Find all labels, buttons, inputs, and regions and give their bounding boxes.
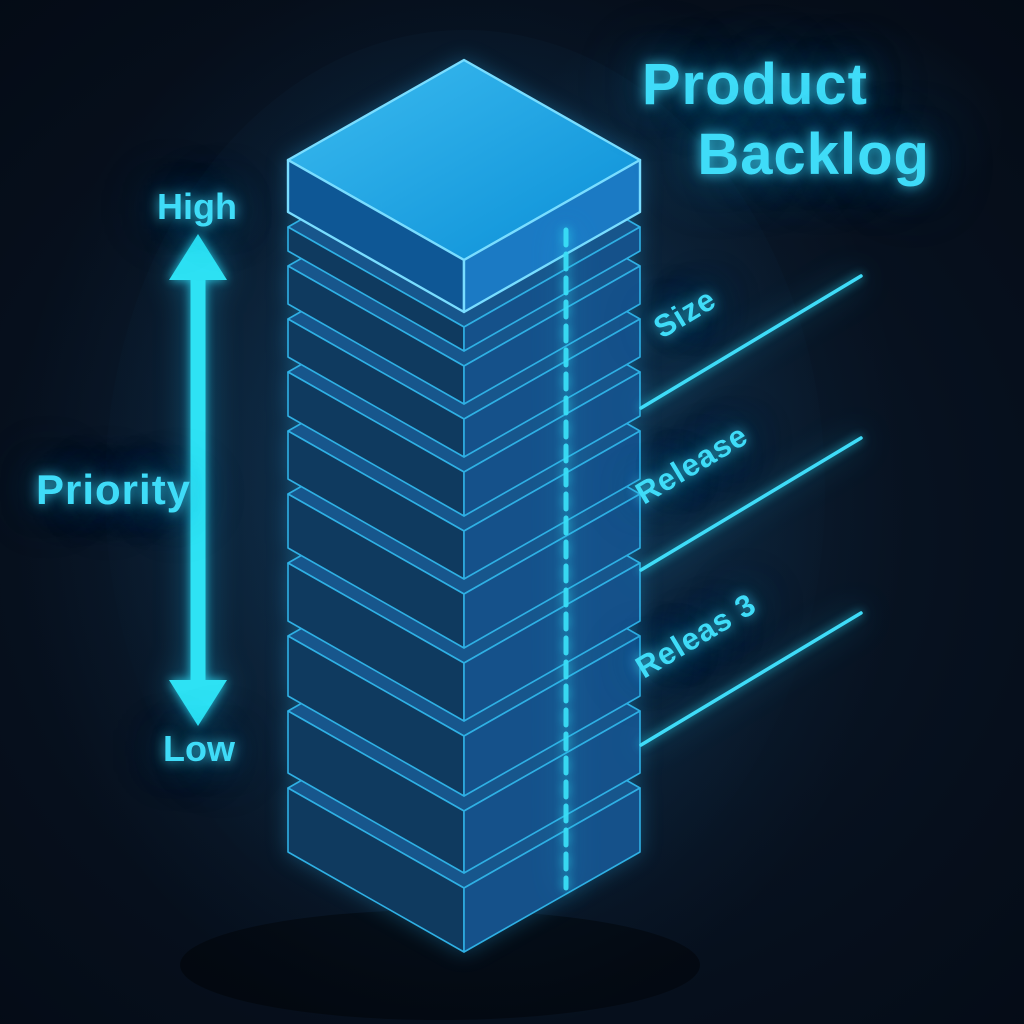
stack-layer-face — [463, 265, 641, 405]
stack-layer-face — [463, 635, 641, 797]
priority-low-label: Low — [163, 728, 235, 769]
priority-high-label: High — [157, 186, 237, 227]
stack-layer-face — [463, 371, 641, 517]
stack-layer-face — [463, 562, 641, 722]
release3-callout-line — [639, 611, 863, 747]
arrow-shaft — [190, 270, 206, 688]
priority-double-arrow — [169, 234, 227, 726]
stack-layer-face — [463, 430, 641, 580]
page-title: Product Backlog — [642, 50, 930, 190]
stack-layer-face — [463, 493, 641, 649]
priority-axis-label: Priority — [36, 466, 192, 513]
page-title-line1: Product — [641, 52, 868, 117]
size-callout-line — [639, 274, 863, 410]
backlog-stack — [286, 58, 642, 953]
release-callout-line — [639, 436, 863, 572]
stack-layer-face — [463, 787, 641, 953]
stack-layer-face — [462, 158, 642, 314]
callout-lines — [639, 274, 863, 747]
stack-layer-face — [463, 226, 641, 352]
arrow-down-icon — [169, 680, 227, 726]
stack-layer-face — [463, 710, 641, 874]
page-title-line2: Backlog — [697, 122, 930, 187]
arrow-up-icon — [169, 234, 227, 280]
stack-layer-face — [463, 318, 641, 458]
stack-shadow — [180, 910, 700, 1020]
